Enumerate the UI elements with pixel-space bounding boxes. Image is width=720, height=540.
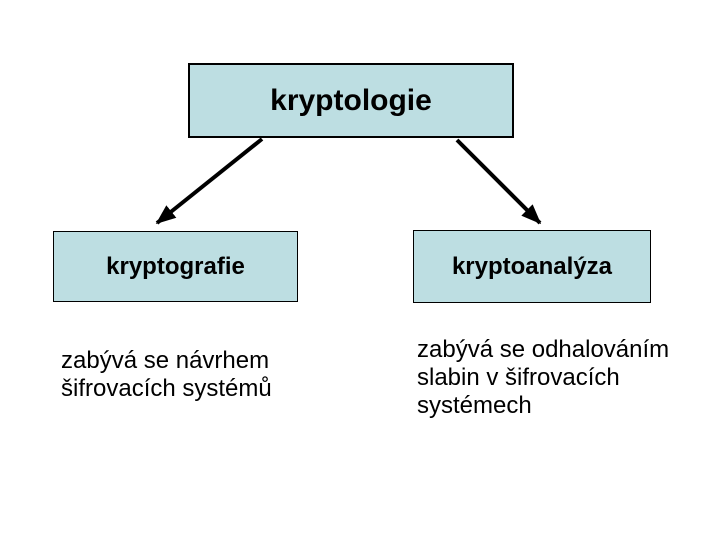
description-line: šifrovacích systémů <box>61 375 272 402</box>
node-kryptologie-label: kryptologie <box>270 83 432 117</box>
description-line: zabývá se odhalováním <box>417 336 670 363</box>
arrow-to-kryptografie <box>155 137 264 225</box>
node-kryptografie-label: kryptografie <box>106 252 245 280</box>
node-kryptologie: kryptologie <box>188 63 514 138</box>
node-kryptoanalyza: kryptoanalýza <box>413 230 651 303</box>
description-line: systémech <box>417 392 532 419</box>
arrow-to-kryptoanalyza <box>455 138 542 225</box>
node-kryptoanalyza-label: kryptoanalýza <box>451 252 613 280</box>
node-kryptografie: kryptografie <box>53 231 298 302</box>
description-line: slabin v šifrovacích <box>417 364 620 391</box>
description-kryptografie: zabývá se návrhem šifrovacích systémů <box>61 347 272 403</box>
description-line: zabývá se návrhem <box>61 347 270 374</box>
description-kryptoanalyza: zabývá se odhalováním slabin v šifrovací… <box>417 336 669 420</box>
